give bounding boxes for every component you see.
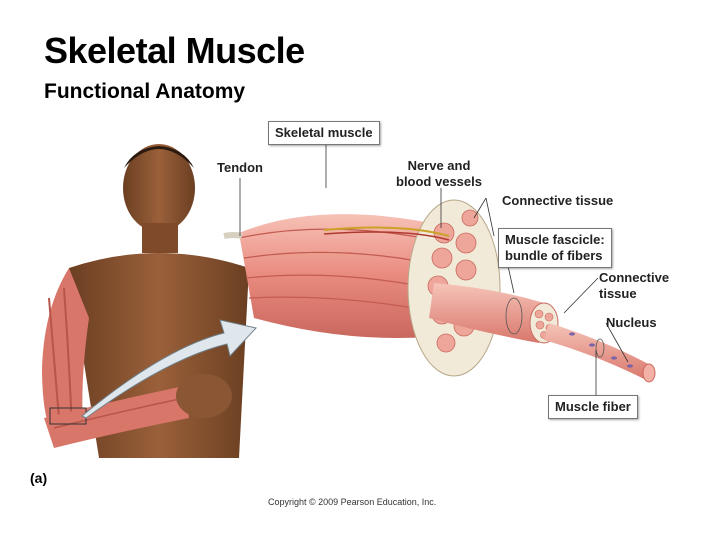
fascicle-label-line1: Muscle fascicle: (505, 232, 605, 247)
muscle-fascicle-label: Muscle fascicle: bundle of fibers (498, 228, 612, 268)
human-figure (42, 144, 257, 458)
anatomy-illustration (42, 142, 656, 458)
nucleus-label: Nucleus (606, 315, 657, 330)
connective-tissue-label: Connective tissue (502, 193, 614, 208)
nerve-label-line1: Nerve and (407, 158, 471, 173)
figure-part-label: (a) (30, 470, 48, 486)
connective-tissue-line1: Connective (599, 270, 670, 285)
muscle-fiber-label: Muscle fiber (548, 395, 638, 419)
muscle-anatomy-figure: Skeletal muscle Tendon Nerve and blood v… (24, 118, 669, 498)
tendon-label: Tendon (217, 160, 263, 175)
nerve-blood-vessels-label: Nerve and blood vessels (396, 158, 482, 190)
skeletal-muscle-label: Skeletal muscle (268, 121, 380, 145)
connective-tissue-line2: tissue (599, 286, 637, 301)
fascicle-label-line2: bundle of fibers (505, 248, 603, 263)
connective-tissue-fascicle-label: Connective tissue (599, 270, 669, 302)
leader-lines (239, 142, 629, 400)
muscle-fiber (544, 323, 656, 383)
copyright-text: Copyright © 2009 Pearson Education, Inc. (268, 497, 437, 507)
slide-title: Skeletal Muscle (44, 30, 305, 71)
nerve-label-line2: blood vessels (396, 174, 482, 189)
slide-subtitle: Functional Anatomy (44, 80, 246, 103)
